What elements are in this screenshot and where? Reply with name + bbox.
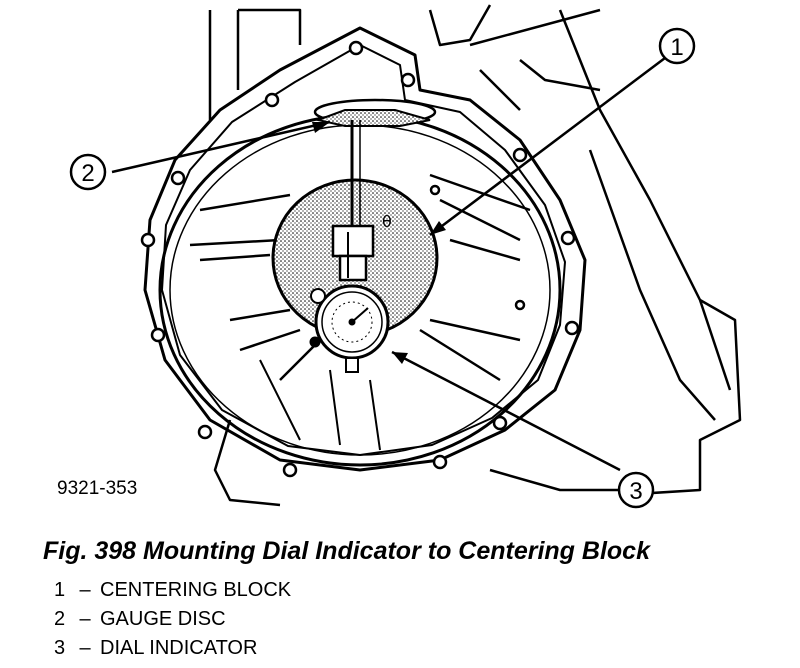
callout-leaders	[111, 57, 666, 472]
transmission-case	[208, 4, 742, 507]
gauge-disc	[314, 109, 431, 127]
legend-label: DIAL INDICATOR	[100, 637, 258, 659]
callout-1-number: 1	[670, 34, 683, 61]
figure-code: 9321-353	[57, 478, 138, 499]
legend-item: 1–CENTERING BLOCK	[54, 576, 291, 605]
legend-number: 3	[54, 637, 66, 659]
transmission-bellhousing-illustration: θ	[69, 4, 742, 509]
bolt-holes	[140, 40, 580, 478]
legend-dash: –	[79, 579, 91, 601]
legend-number: 1	[54, 579, 66, 601]
callout-3: 3	[617, 471, 655, 509]
legend-dash: –	[79, 637, 91, 659]
legend-label: CENTERING BLOCK	[100, 579, 292, 601]
legend-list: 1–CENTERING BLOCK 2–GAUGE DISC 3–DIAL IN…	[54, 576, 291, 663]
callout-2: 2	[69, 153, 107, 191]
legend-item: 3–DIAL INDICATOR	[54, 634, 291, 663]
figure-caption: Fig. 398 Mounting Dial Indicator to Cent…	[43, 537, 650, 565]
callout-1: 1	[658, 27, 696, 65]
callout-2-number: 2	[81, 160, 94, 187]
callout-3-number: 3	[629, 478, 642, 505]
svg-text:θ: θ	[382, 212, 392, 231]
legend-dash: –	[79, 608, 91, 630]
dial-indicator	[309, 120, 390, 373]
legend-number: 2	[54, 608, 66, 630]
callout-arrowheads	[312, 122, 446, 364]
legend-item: 2–GAUGE DISC	[54, 605, 291, 634]
legend-label: GAUGE DISC	[100, 608, 226, 630]
